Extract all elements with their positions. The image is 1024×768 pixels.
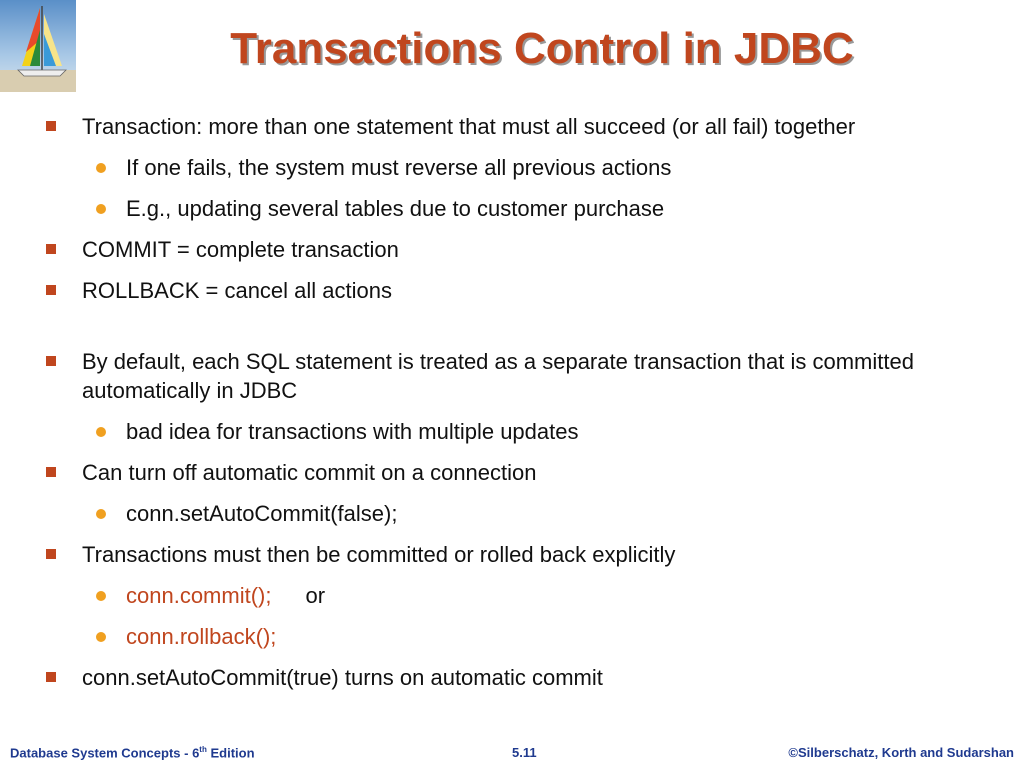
footer-slide-number: 5.11 [512, 745, 537, 760]
slide-title: Transactions Control in JDBC [230, 24, 854, 73]
bullet-text: bad idea for transactions with multiple … [126, 419, 579, 444]
square-bullet-icon [46, 285, 56, 295]
bullet-explicit: Transactions must then be committed or r… [44, 540, 1004, 569]
square-bullet-icon [46, 672, 56, 682]
bullet-autocommit-true: conn.setAutoCommit(true) turns on automa… [44, 663, 1004, 692]
bullet-text: COMMIT = complete transaction [82, 237, 399, 262]
round-bullet-icon [96, 427, 106, 437]
round-bullet-icon [96, 163, 106, 173]
code-commit: conn.commit(); [126, 583, 272, 608]
bullet-default-autocommit: By default, each SQL statement is treate… [44, 347, 1004, 405]
sub-bullet-set-autocommit-false: conn.setAutoCommit(false); [44, 499, 1004, 528]
square-bullet-icon [46, 549, 56, 559]
bullet-text: Transaction: more than one statement tha… [82, 114, 856, 139]
round-bullet-icon [96, 509, 106, 519]
bullet-rollback: ROLLBACK = cancel all actions [44, 276, 1004, 305]
bullet-text: E.g., updating several tables due to cus… [126, 196, 665, 221]
code-rollback: conn.rollback(); [126, 624, 277, 649]
footer-book-title: Database System Concepts - 6th Edition [10, 745, 255, 761]
bullet-text: ROLLBACK = cancel all actions [82, 278, 392, 303]
slide-content: Transaction: more than one statement tha… [44, 112, 1004, 704]
round-bullet-icon [96, 204, 106, 214]
sub-bullet-reverse: If one fails, the system must reverse al… [44, 153, 1004, 182]
square-bullet-icon [46, 467, 56, 477]
sub-bullet-commit-call: conn.commit(); or [44, 581, 1004, 610]
bullet-commit: COMMIT = complete transaction [44, 235, 1004, 264]
sub-bullet-bad-idea: bad idea for transactions with multiple … [44, 417, 1004, 446]
bullet-text: conn.setAutoCommit(true) turns on automa… [82, 665, 603, 690]
round-bullet-icon [96, 632, 106, 642]
square-bullet-icon [46, 356, 56, 366]
bullet-text: conn.setAutoCommit(false); [126, 501, 398, 526]
bullet-transaction: Transaction: more than one statement tha… [44, 112, 1004, 141]
bullet-text: Can turn off automatic commit on a conne… [82, 460, 537, 485]
sub-bullet-rollback-call: conn.rollback(); [44, 622, 1004, 651]
square-bullet-icon [46, 244, 56, 254]
sub-bullet-example: E.g., updating several tables due to cus… [44, 194, 1004, 223]
sailboat-logo [0, 0, 76, 92]
bullet-text: By default, each SQL statement is treate… [82, 349, 914, 403]
bullet-text: If one fails, the system must reverse al… [126, 155, 672, 180]
bullet-text: Transactions must then be committed or r… [82, 542, 676, 567]
or-text: or [305, 583, 326, 608]
square-bullet-icon [46, 121, 56, 131]
footer-copyright: ©Silberschatz, Korth and Sudarshan [788, 745, 1014, 760]
round-bullet-icon [96, 591, 106, 601]
slide-footer: Database System Concepts - 6th Edition 5… [0, 745, 1024, 765]
bullet-turn-off: Can turn off automatic commit on a conne… [44, 458, 1004, 487]
